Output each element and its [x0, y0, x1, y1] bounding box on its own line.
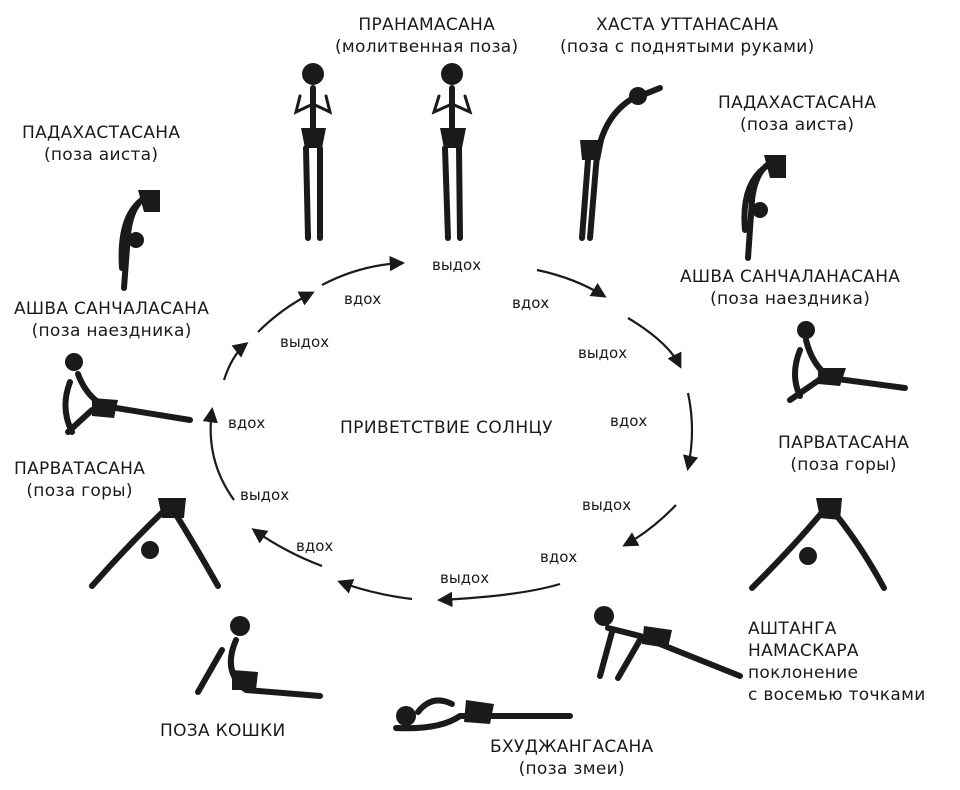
arrow-11: [258, 293, 312, 332]
label-koshka: ПОЗА КОШКИ: [160, 720, 286, 742]
label-parvatasana-left: ПАРВАТАСАНА (поза горы): [14, 458, 145, 502]
ashtanga-line1: АШТАНГА: [748, 618, 926, 640]
ashwa-left-desc: (поза наездника): [14, 320, 209, 342]
pranamasana-desc: (молитвенная поза): [335, 36, 518, 58]
breath-label-1: выдох: [432, 256, 481, 274]
parvata-left-desc: (поза горы): [14, 480, 145, 502]
ashwa-sanchalanasana-right-figure: [790, 321, 905, 400]
pranamasana-figure-1: [296, 63, 330, 238]
label-padahastasana-left: ПАДАХАСТАСАНА (поза аиста): [22, 122, 180, 166]
label-parvatasana-right: ПАРВАТАСАНА (поза горы): [778, 432, 909, 476]
breath-label-9: выдох: [582, 496, 631, 514]
ashtanga-line2: НАМАСКАРА: [748, 640, 926, 662]
parvatasana-right-figure: [752, 498, 884, 588]
hasta-uttanasana-figure: [580, 87, 660, 238]
parvata-left-name: ПАРВАТАСАНА: [14, 458, 145, 480]
parvata-right-desc: (поза горы): [778, 454, 909, 476]
ashtanga-namaskara-figure: [594, 606, 740, 678]
padahastasana-left-figure: [122, 190, 160, 288]
ashwa-left-name: АШВА САНЧАЛАСАНА: [14, 298, 209, 320]
breath-label-10: вдох: [610, 412, 647, 430]
pada-left-name: ПАДАХАСТАСАНА: [22, 122, 180, 144]
breath-label-2: вдох: [344, 290, 381, 308]
breath-label-12: вдох: [512, 294, 549, 312]
label-pranamasana: ПРАНАМАСАНА (молитвенная поза): [335, 14, 518, 58]
label-padahastasana-right: ПАДАХАСТАСАНА (поза аиста): [718, 92, 876, 136]
koshka-figure: [198, 616, 320, 696]
pada-right-name: ПАДАХАСТАСАНА: [718, 92, 876, 114]
bhujangasana-figure: [396, 700, 570, 728]
arrow-7: [340, 582, 412, 599]
bhujanga-desc: (поза змеи): [490, 758, 653, 780]
center-title: ПРИВЕТСТВИЕ СОЛНЦУ: [340, 418, 553, 438]
ashtanga-line4: с восемью точками: [748, 684, 926, 706]
arrow-2: [537, 270, 604, 296]
pada-right-desc: (поза аиста): [718, 114, 876, 136]
pranamasana-name: ПРАНАМАСАНА: [335, 14, 518, 36]
label-bhujangasana: БХУДЖАНГАСАНА (поза змеи): [490, 736, 653, 780]
parvatasana-left-figure: [92, 498, 218, 586]
ashwa-sanchalasana-left-figure: [65, 353, 190, 432]
ashwa-right-name: АШВА САНЧАЛАНАСАНА: [680, 266, 900, 288]
ashwa-right-desc: (поза наездника): [680, 288, 900, 310]
label-ashtanga: АШТАНГА НАМАСКАРА поклонение с восемью т…: [748, 618, 926, 706]
arrow-4: [688, 393, 692, 468]
pada-left-desc: (поза аиста): [22, 144, 180, 166]
hasta-name: ХАСТА УТТАНАСАНА: [560, 14, 815, 36]
padahastasana-right-figure: [744, 155, 786, 258]
arrow-3: [628, 318, 680, 366]
bhujanga-name: БХУДЖАНГАСАНА: [490, 736, 653, 758]
breath-label-8: вдох: [540, 548, 577, 566]
arrow-10: [224, 344, 246, 380]
hasta-desc: (поза с поднятыми руками): [560, 36, 815, 58]
arrow-5: [625, 505, 676, 545]
breath-label-11: выдох: [578, 344, 627, 362]
pranamasana-figure-2: [434, 63, 470, 238]
parvata-right-name: ПАРВАТАСАНА: [778, 432, 909, 454]
label-ashwa-right: АШВА САНЧАЛАНАСАНА (поза наездника): [680, 266, 900, 310]
breath-label-3: выдох: [280, 333, 329, 351]
breath-label-6: вдох: [296, 537, 333, 555]
koshka-name: ПОЗА КОШКИ: [160, 720, 286, 742]
label-ashwa-left: АШВА САНЧАЛАСАНА (поза наездника): [14, 298, 209, 342]
ashtanga-line3: поклонение: [748, 662, 926, 684]
label-hasta-uttanasana: ХАСТА УТТАНАСАНА (поза с поднятыми рукам…: [560, 14, 815, 58]
arrow-1: [322, 263, 402, 285]
breath-label-5: выдох: [240, 486, 289, 504]
breath-label-4: вдох: [228, 414, 265, 432]
breath-label-7: выдох: [440, 569, 489, 587]
